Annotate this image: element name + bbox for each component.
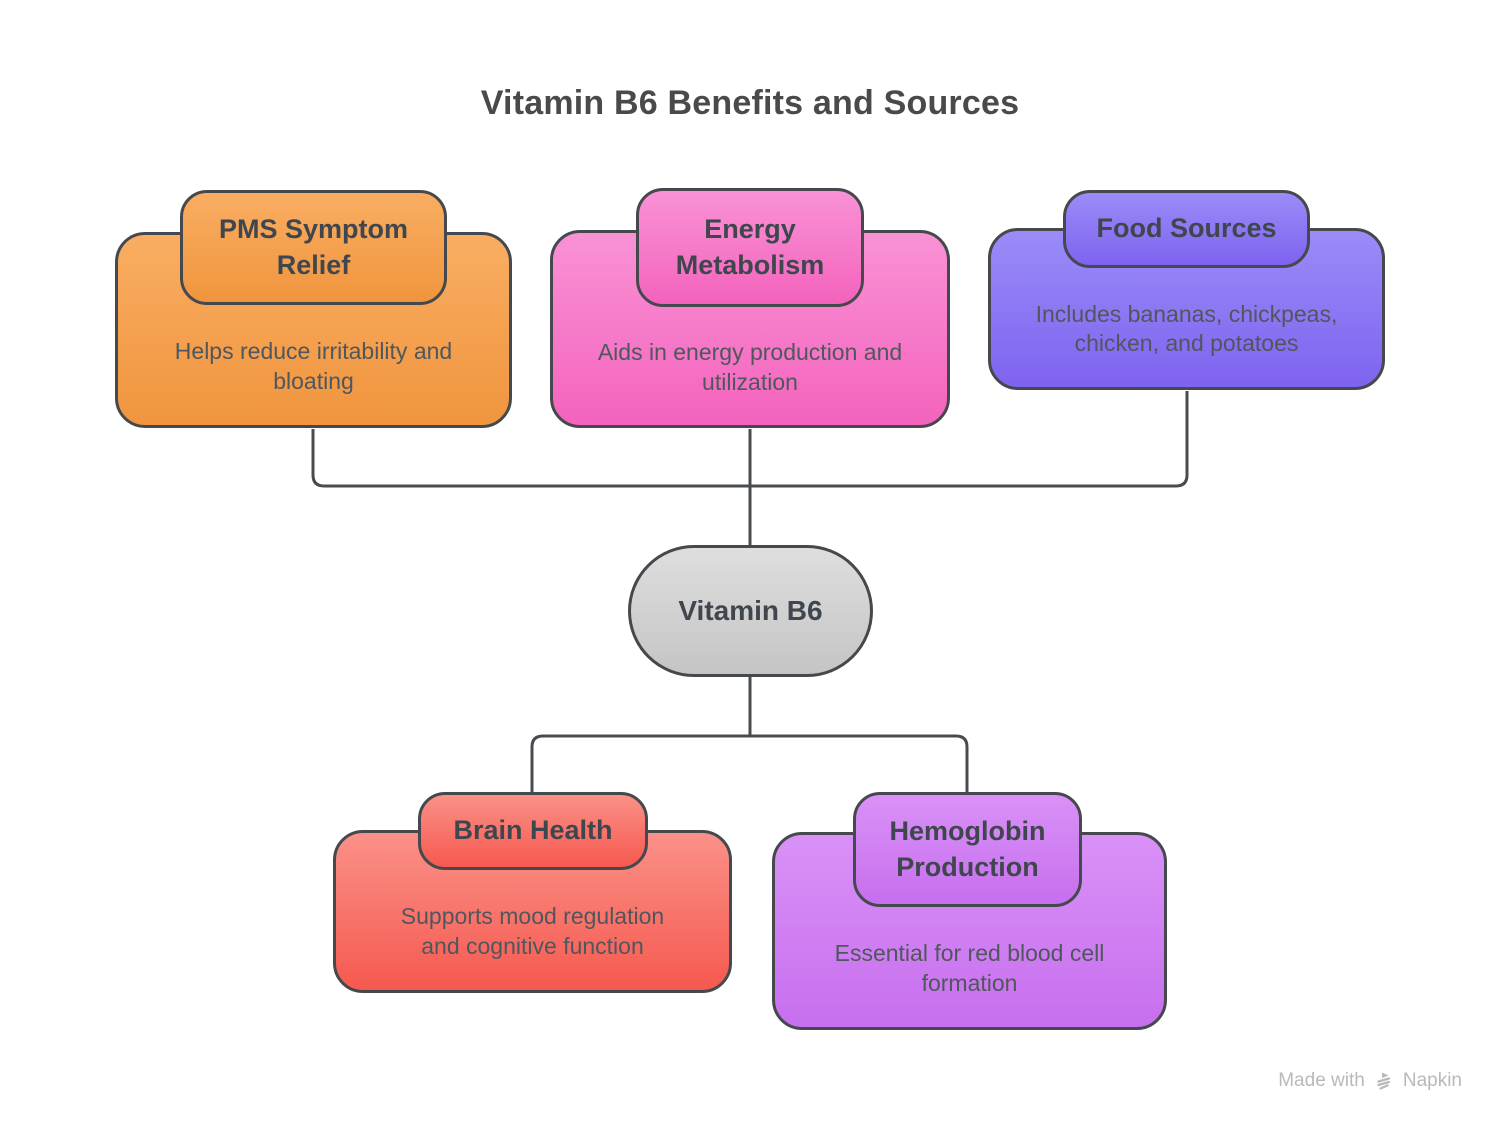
card-header-text: Food Sources bbox=[1096, 213, 1277, 244]
watermark-text: Made with bbox=[1278, 1070, 1365, 1091]
card-description: Helps reduce irritability and bloating bbox=[118, 308, 509, 425]
card-description-text: Includes bananas, chickpeas, chicken, an… bbox=[1035, 300, 1338, 356]
card-header: PMS Symptom Relief bbox=[180, 190, 447, 305]
card-header-text: Brain Health bbox=[453, 815, 613, 846]
node-vitamin-b6[interactable]: Vitamin B6 bbox=[628, 545, 873, 677]
card-header: Food Sources bbox=[1063, 190, 1310, 268]
card-description-text: Helps reduce irritability and bloating bbox=[174, 338, 453, 394]
card-header-text: PMS Symptom Relief bbox=[218, 213, 409, 280]
napkin-logo-icon bbox=[1377, 1072, 1390, 1090]
card-description: Essential for red blood cell formation bbox=[775, 910, 1164, 1027]
card-panel: Supports mood regulation and cognitive f… bbox=[333, 830, 732, 993]
card-description-text: Essential for red blood cell formation bbox=[834, 940, 1105, 996]
card-header: Brain Health bbox=[418, 792, 648, 870]
page-title: Vitamin B6 Benefits and Sources bbox=[480, 84, 1020, 122]
center-node-label: Vitamin B6 bbox=[678, 595, 823, 626]
card-header-text: Energy Metabolism bbox=[675, 213, 825, 280]
card-description-text: Aids in energy production and utilizatio… bbox=[597, 339, 903, 395]
card-header: Hemoglobin Production bbox=[853, 792, 1082, 907]
watermark-brand: Napkin bbox=[1402, 1070, 1462, 1091]
card-header: Energy Metabolism bbox=[636, 188, 864, 307]
connector-bottom-rail bbox=[530, 734, 969, 793]
card-description: Supports mood regulation and cognitive f… bbox=[336, 873, 729, 990]
card-header-text: Hemoglobin Production bbox=[889, 815, 1046, 882]
card-description-text: Supports mood regulation and cognitive f… bbox=[400, 903, 665, 959]
napkin-watermark[interactable]: Made with Napkin bbox=[1278, 1066, 1462, 1096]
card-description: Aids in energy production and utilizatio… bbox=[553, 310, 947, 425]
card-description: Includes bananas, chickpeas, chicken, an… bbox=[991, 271, 1382, 387]
